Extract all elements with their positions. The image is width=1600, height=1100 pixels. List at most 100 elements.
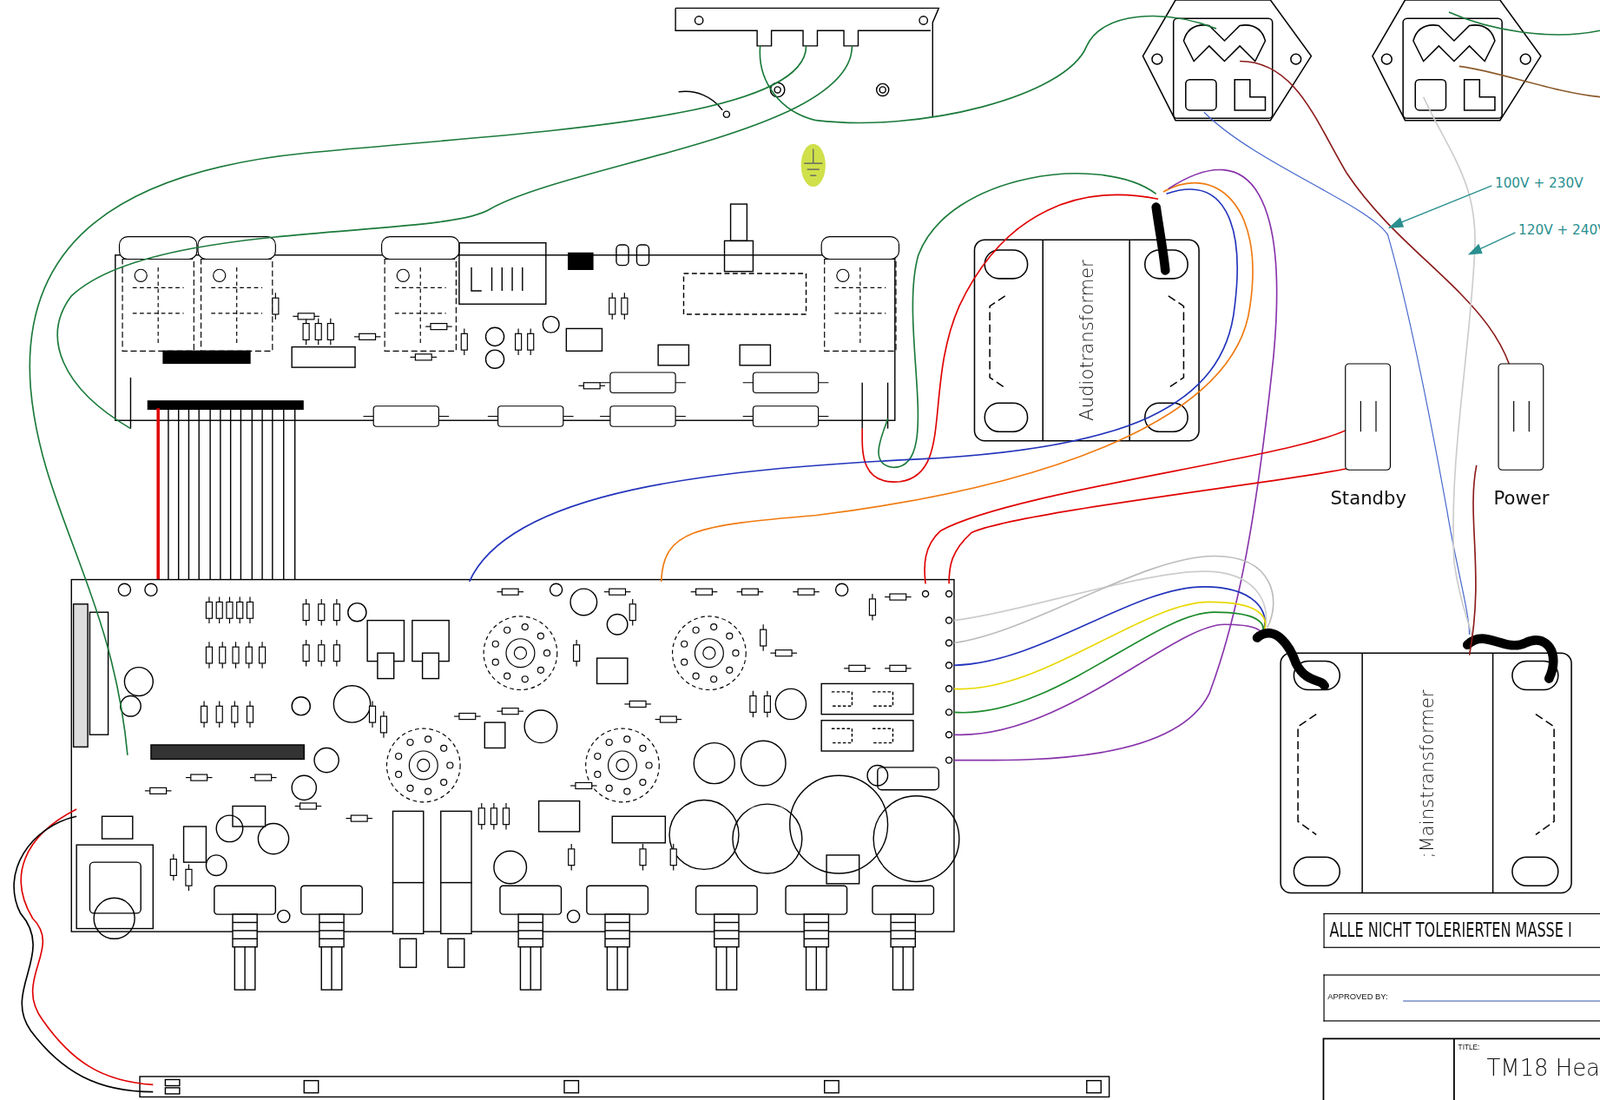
amp-wiring-illustration [872,885,935,990]
main-board [946,662,953,669]
amp-wiring-illustration [655,716,683,723]
preamp-board [163,350,251,363]
amp-wiring-illustration [333,599,340,626]
bottom-rail [303,1080,318,1094]
main-board [277,909,290,922]
amp-wiring-illustration [380,711,387,738]
main-board [946,709,953,716]
main-board [184,826,207,863]
main-board [826,855,860,884]
amp-wiring-illustration [410,354,438,361]
audio-transformer-outline [1041,239,1044,442]
main-board [76,844,153,929]
bottom-rail [164,1087,179,1094]
switch-block: Power [1476,362,1567,508]
wiring [469,189,1238,582]
speaker-bracket [876,83,889,96]
main-board [922,591,929,598]
amp-wiring-illustration [237,597,244,625]
preamp-board [568,252,593,270]
wiring [1239,61,1518,404]
amp-wiring-illustration [696,885,758,990]
main-board [693,743,735,784]
mains-inlet [1185,79,1217,111]
amp-wiring-illustration [609,292,616,320]
amp-wiring-illustration [386,728,461,803]
amp-wiring-illustration [226,597,233,625]
preamp-board [542,316,560,333]
main-board [821,683,914,714]
amp-wiring-illustration [573,639,580,667]
wiring [1204,111,1470,635]
main-board [597,658,628,684]
cable-sleeve [1156,207,1166,271]
mains-inlet [1402,18,1502,119]
wiring [954,612,1264,713]
main-board [422,652,440,679]
amp-wiring-illustration [670,843,677,871]
amp-wiring-illustration [843,665,871,672]
preamp-board [636,244,649,266]
leader-line [1389,185,1516,255]
amp-wiring-illustration [354,333,382,340]
preamp-board [291,347,356,369]
bottom-rail [164,1079,179,1086]
amp-wiring-illustration [368,700,376,728]
bottom-rail [824,1080,839,1094]
switch-lug [1360,401,1377,432]
wiring [57,46,852,429]
main-board [205,855,227,876]
amp-wiring-illustration [691,588,718,595]
transformer-core: Audiotransformer [1042,242,1130,440]
preamp-board [566,328,602,351]
wiring [954,571,1267,628]
amp-wiring-illustration [315,318,322,346]
cable-sleeve [1156,207,1554,686]
mains-inlet [1381,53,1392,65]
main-board [102,816,133,839]
wiring [954,556,1274,644]
main-board [232,806,266,828]
transformer-label: Audiotransformer [1075,259,1098,422]
main-board [669,799,739,870]
amp-wiring-illustration [743,406,830,428]
amp-wiring-illustration [621,292,628,320]
amp-wiring-illustration [216,597,223,625]
amp-wiring-illustration [586,728,660,803]
mains-inlet [1290,53,1302,65]
main-board [120,696,142,718]
amp-wiring-illustration [527,328,534,356]
amp-wiring-illustration [170,854,177,882]
amp-wiring-illustration [502,803,509,830]
audio-transformer-outline [1145,402,1188,432]
speaker-bracket [919,16,928,25]
mains-inlet [1415,79,1446,111]
main-board [946,757,953,764]
main-board [946,685,953,692]
amp-wiring-illustration [490,803,497,830]
amp-wiring-illustration [750,691,757,718]
amp-wiring-illustration [144,787,172,794]
amp-wiring-illustration [792,588,820,595]
main-board [740,740,786,786]
main-board [216,815,244,843]
preamp-board [861,382,863,429]
wiring [1448,12,1600,35]
mains-inlet [1520,53,1531,65]
preamp-board [119,237,198,352]
amp-wiring-illustration [487,406,574,428]
speaker-bracket [723,111,730,118]
amp-wiring-illustration [743,372,830,394]
amp-wiring-illustration [259,641,266,669]
main-board [775,688,806,719]
amp-wiring-illustration [496,588,524,595]
title-field: TITLE:TM18 Head [1454,1038,1600,1100]
amp-wiring-illustration [201,700,208,728]
audio-transformer-outline [984,402,1028,432]
main-board [89,862,141,914]
main-board [873,796,960,883]
amp-wiring-illustration [496,708,524,715]
amp-wiring-illustration [327,318,334,346]
preamp-board [821,237,899,352]
main-board [291,775,317,800]
